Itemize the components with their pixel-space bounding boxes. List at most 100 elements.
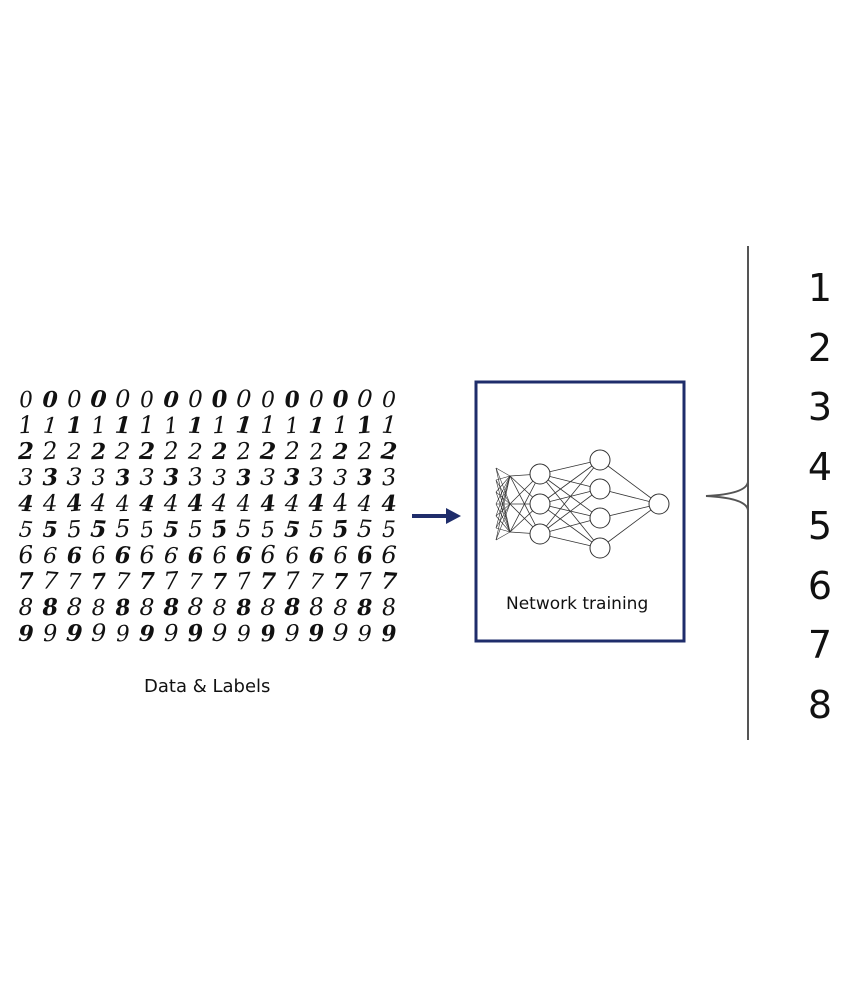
network-input-edge	[495, 475, 511, 493]
digit-sample: 7	[115, 569, 132, 596]
digit-sample: 3	[259, 464, 276, 491]
network-edge	[509, 473, 541, 533]
digit-sample: 1	[212, 413, 228, 439]
digit-sample: 4	[381, 491, 397, 518]
digit-sample: 3	[284, 464, 300, 491]
digit-sample: 1	[42, 414, 58, 440]
digit-sample: 7	[188, 570, 203, 596]
digit-sample: 7	[260, 568, 277, 596]
digit-sample: 5	[283, 516, 301, 543]
digit-sample: 4	[283, 491, 300, 518]
digit-sample: 8	[356, 595, 373, 621]
digit-sample: 7	[67, 570, 81, 595]
digit-sample: 5	[236, 515, 252, 544]
digit-sample: 3	[66, 463, 83, 492]
digit-sample: 6	[90, 542, 107, 569]
digit-sample: 2	[356, 439, 373, 466]
network-edge	[539, 488, 601, 535]
digit-sample: 2	[40, 436, 59, 465]
digit-sample: 2	[138, 438, 155, 465]
digit-sample: 2	[283, 437, 300, 465]
digit-sample: 6	[17, 541, 34, 570]
digit-sample: 7	[235, 568, 252, 595]
digit-sample: 1	[139, 411, 155, 439]
network-node	[589, 478, 611, 500]
network-input-edge	[495, 503, 511, 529]
digit-sample: 5	[18, 517, 34, 543]
digit-sample: 5	[332, 516, 349, 544]
digit-sample: 6	[260, 541, 275, 569]
digit-sample: 3	[212, 466, 227, 491]
digit-sample: 6	[284, 544, 300, 570]
digit-sample: 7	[333, 569, 349, 595]
digit-sample: 2	[331, 439, 348, 466]
digit-sample: 1	[67, 413, 82, 439]
digit-sample: 0	[139, 388, 154, 414]
digit-sample: 0	[235, 385, 252, 414]
digit-sample: 0	[42, 387, 59, 414]
digit-sample: 4	[163, 491, 179, 517]
digit-sample: 6	[356, 541, 374, 569]
digit-sample: 4	[89, 489, 106, 518]
digit-sample: 7	[357, 569, 373, 596]
digit-sample: 9	[259, 620, 277, 647]
digit-sample: 6	[308, 543, 325, 570]
digit-sample: 9	[138, 620, 155, 647]
digit-sample: 8	[40, 593, 59, 621]
digit-sample: 1	[381, 411, 398, 440]
digit-sample: 1	[356, 411, 374, 439]
network-node	[529, 493, 551, 515]
network-input-edge	[495, 475, 511, 529]
digit-sample: 6	[42, 544, 57, 570]
digit-sample: 5	[66, 517, 82, 544]
digit-sample: 3	[333, 466, 349, 492]
digit-sample: 9	[115, 622, 130, 648]
output-label: 2	[807, 325, 833, 370]
digit-sample: 9	[284, 621, 300, 647]
digit-sample: 2	[90, 439, 107, 466]
output-label: 6	[807, 563, 833, 608]
digit-sample: 0	[332, 386, 349, 414]
digit-sample: 0	[211, 385, 229, 413]
network-node	[529, 463, 551, 485]
digit-sample: 8	[283, 594, 300, 621]
digit-sample: 9	[91, 619, 107, 647]
digit-sample: 6	[188, 543, 204, 569]
network-node	[589, 449, 611, 471]
digit-sample: 9	[381, 621, 398, 648]
digit-sample: 8	[333, 596, 348, 622]
digit-sample: 8	[212, 596, 226, 621]
digit-sample: 3	[308, 463, 325, 492]
digit-sample: 5	[382, 518, 396, 543]
digit-sample: 1	[260, 411, 276, 439]
digit-sample: 1	[308, 412, 325, 439]
digit-sample: 4	[65, 489, 83, 517]
digit-sample: 5	[261, 518, 276, 543]
output-label: 5	[807, 504, 833, 548]
network-input-edge	[495, 479, 511, 533]
digit-sample: 0	[89, 385, 107, 413]
digit-sample: 1	[285, 414, 300, 440]
digit-sample: 9	[358, 622, 372, 647]
digit-sample: 0	[284, 386, 302, 413]
digit-sample: 9	[18, 621, 34, 648]
digit-sample: 2	[235, 439, 252, 466]
digit-sample: 2	[113, 438, 131, 465]
network-node	[589, 537, 611, 559]
digit-sample: 0	[67, 387, 83, 413]
digit-sample: 3	[236, 465, 252, 492]
digit-sample: 7	[90, 569, 107, 596]
digit-sample: 3	[381, 465, 397, 492]
digit-sample: 5	[115, 515, 130, 543]
digit-sample: 4	[331, 488, 350, 517]
digit-sample: 4	[260, 490, 277, 517]
digit-sample: 3	[187, 462, 205, 491]
digit-sample: 8	[381, 594, 398, 621]
digit-sample: 9	[332, 618, 350, 647]
digit-sample: 9	[65, 619, 83, 647]
digit-sample: 4	[138, 490, 156, 517]
digit-sample: 2	[162, 437, 180, 466]
digit-sample: 0	[18, 387, 34, 413]
network-input-edge	[495, 475, 511, 505]
network-edges	[495, 459, 660, 549]
